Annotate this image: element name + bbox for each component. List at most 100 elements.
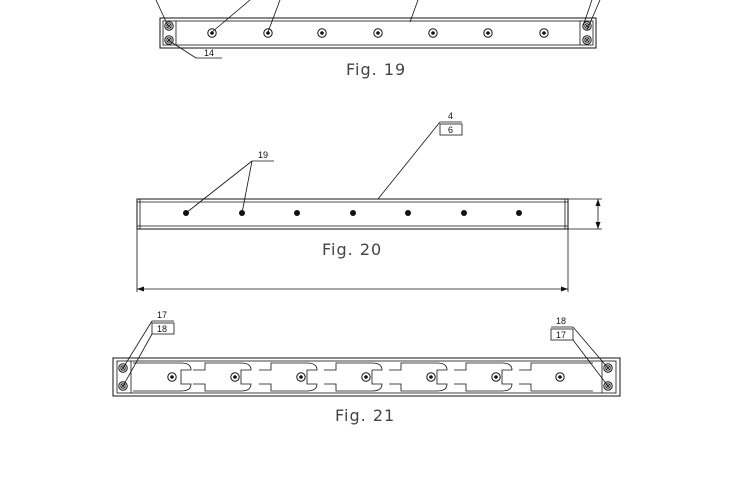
- fig20-leader-19a: [185, 160, 253, 214]
- fig19-frame-outer: [159, 17, 597, 49]
- fig19-screw-tl-ring: [164, 21, 174, 31]
- fig20-hole-6: [461, 210, 467, 216]
- fig19-frame-inner: [162, 20, 594, 46]
- fig19-label-14: 14: [204, 48, 214, 58]
- fig21-label-17-right: 17: [556, 330, 566, 340]
- fig19-hole-core-5: [431, 31, 435, 35]
- fig20-hole-row: [183, 210, 522, 216]
- fig21-link-7: [519, 362, 593, 392]
- fig19-screw-bl-ring: [164, 35, 174, 45]
- fig19-hole-7: [539, 28, 549, 38]
- fig19-hole-4: [373, 28, 383, 38]
- fig21-leader-17-left: [122, 320, 153, 369]
- fig19-leader-b: [211, 0, 251, 33]
- fig21-screw-br-head: [605, 383, 611, 389]
- fig19-leader-f: [586, 0, 601, 31]
- fig19-hole-row: [207, 28, 549, 38]
- fig20-bar-outer: [136, 198, 569, 230]
- fig20-dim-arrow-right: [561, 286, 568, 292]
- fig21-link-5: [389, 362, 448, 392]
- fig20-leader-19b: [241, 160, 253, 214]
- fig19-hole-3: [317, 28, 327, 38]
- fig21-screw-tl-ring: [118, 363, 128, 373]
- fig20-label-6: 6: [448, 125, 453, 135]
- fig21-link-3: [259, 362, 318, 392]
- fig21-link-hole-4: [361, 372, 371, 382]
- fig21-screw-bl-ring: [118, 381, 128, 391]
- fig19-leader-d: [409, 0, 419, 23]
- fig19-hole-6: [483, 28, 493, 38]
- fig19-leader-e: [582, 0, 593, 27]
- fig19-screw-br-head: [584, 37, 590, 43]
- fig21-right-label-box: [550, 328, 574, 341]
- fig21-frame-outer: [112, 357, 621, 397]
- fig20-dim-arrow-down: [595, 222, 601, 229]
- fig21-leader-18-right: [572, 326, 609, 369]
- fig19-screw-br: [582, 35, 592, 45]
- fig19-screw-tr-head: [584, 23, 590, 29]
- fig19-hole-core-7: [542, 31, 546, 35]
- fig19-screw-tl-slot-b: [166, 23, 172, 29]
- fig19-screw-bl-head: [166, 37, 172, 43]
- fig19-screw-tr-slot-b: [584, 23, 590, 29]
- fig21-label-18-left: 18: [157, 324, 167, 334]
- fig20-leader-4-6: [377, 121, 441, 200]
- fig21-link-hole-core-1: [170, 375, 174, 379]
- fig21-screw-bl-head: [120, 383, 126, 389]
- fig21-link-hole-1: [167, 372, 177, 382]
- fig21-link-hole-core-6: [494, 375, 498, 379]
- fig21-link-hole-7: [555, 372, 565, 382]
- fig20-dim-arrow-up: [595, 199, 601, 206]
- fig21-leader-17-right: [572, 339, 609, 387]
- fig21-link-hole-6: [491, 372, 501, 382]
- fig19-screw-br-ring: [582, 35, 592, 45]
- fig19-hole-5: [428, 28, 438, 38]
- fig19-screw-tr-ring: [582, 21, 592, 31]
- fig20-caption: Fig. 20: [322, 240, 382, 259]
- fig21-frame-inner: [116, 360, 617, 394]
- fig21-link-hole-core-5: [429, 375, 433, 379]
- fig21-link-hole-5: [426, 372, 436, 382]
- fig21-corner-screws: [118, 363, 613, 391]
- fig21-link-hole-2: [230, 372, 240, 382]
- fig21-screw-tr-ring: [603, 363, 613, 373]
- fig20-label-4: 4: [448, 111, 453, 121]
- fig21-link-4: [324, 362, 383, 392]
- figure-19: 14 Fig. 19: [155, 0, 601, 79]
- fig19-hole-core-1: [210, 31, 214, 35]
- fig19-caption: Fig. 19: [346, 60, 406, 79]
- fig21-screw-tl-head: [120, 365, 126, 371]
- fig21-chain-links: [133, 362, 593, 392]
- fig21-link-hole-core-4: [364, 375, 368, 379]
- fig21-link-6: [454, 362, 513, 392]
- fig20-hole-4: [350, 210, 356, 216]
- fig21-screw-br-ring: [603, 381, 613, 391]
- figure-21: 17 18 18 17 Fig. 21: [112, 310, 621, 425]
- fig19-hole-1: [207, 28, 217, 38]
- fig21-link-hole-3: [296, 372, 306, 382]
- fig21-link-hole-core-2: [233, 375, 237, 379]
- fig21-label-18-right: 18: [556, 316, 566, 326]
- fig19-hole-2: [263, 28, 273, 38]
- fig19-hole-core-6: [486, 31, 490, 35]
- fig19-leader-14: [167, 39, 197, 59]
- fig21-leader-18-left: [122, 333, 153, 387]
- fig21-link-hole-core-7: [558, 375, 562, 379]
- fig21-label-17-left: 17: [157, 310, 167, 320]
- fig20-label-6-box: [439, 123, 463, 136]
- fig21-left-label-box: [151, 322, 175, 335]
- fig20-hole-7: [516, 210, 522, 216]
- fig19-leader-a: [155, 0, 169, 27]
- fig20-label-19: 19: [258, 150, 268, 160]
- fig19-screw-bl-slot-b: [166, 37, 172, 43]
- fig20-dim-arrow-left: [137, 286, 144, 292]
- fig19-screw-tl: [164, 21, 174, 31]
- fig19-screw-br-slot-b: [584, 37, 590, 43]
- fig19-leader-c: [267, 0, 281, 33]
- fig21-link-hole-core-3: [299, 375, 303, 379]
- fig19-screw-tl-head: [166, 23, 172, 29]
- fig21-screw-tr-head: [605, 365, 611, 371]
- fig19-hole-core-2: [266, 31, 270, 35]
- fig21-link-1: [133, 362, 192, 392]
